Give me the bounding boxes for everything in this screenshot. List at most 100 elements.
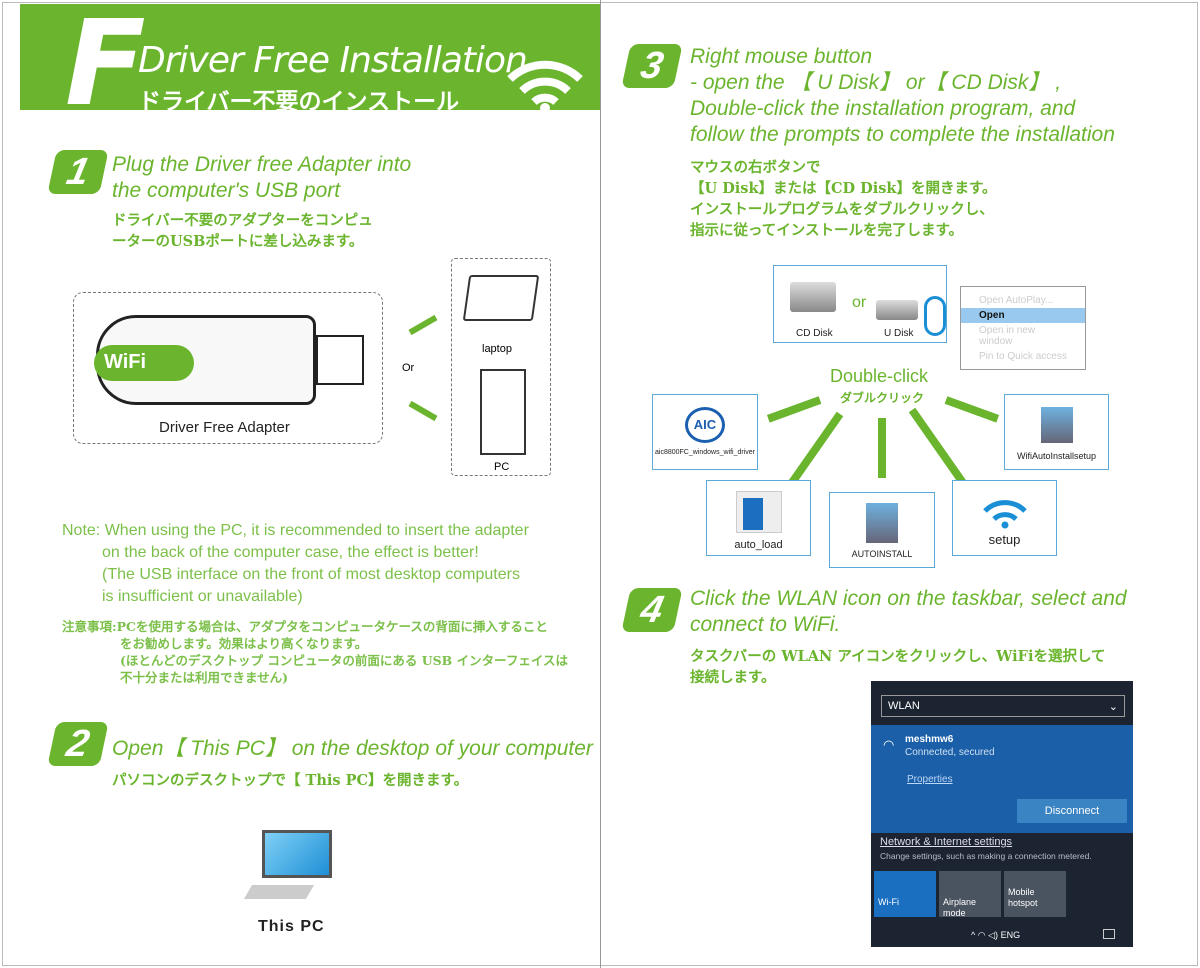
network-ssid: meshmw6: [905, 734, 954, 745]
installer-icon: [866, 503, 898, 543]
step-1-jp: ーターのUSBポートに差し込みます。: [112, 233, 364, 250]
note-text: (The USB interface on the front of most …: [102, 566, 520, 583]
u-disk-label: U Disk: [884, 328, 914, 339]
double-click-jp: ダブルクリック: [840, 391, 925, 405]
network-status: Connected, secured: [905, 747, 995, 758]
step-2-text: Open【 This PC】 on the desktop of your co…: [112, 737, 593, 760]
tile-label: Mobile hotspot: [1008, 887, 1038, 908]
step-1-text: Plug the Driver free Adapter into: [112, 153, 412, 176]
step-4-jp: タスクバーの WLAN アイコンをクリックし、WiFiを選択して: [690, 648, 1106, 665]
or-label: or: [852, 294, 867, 311]
file-wifi-auto-install-setup[interactable]: WifiAutoInstallsetup: [1004, 394, 1109, 470]
u-drive-icon[interactable]: [876, 300, 918, 320]
step-3-badge: 3: [621, 44, 683, 88]
menu-item-pin-quick-access[interactable]: Pin to Quick access: [979, 351, 1067, 362]
wlan-flyout: WLAN ⌄ ◠ meshmw6 Connected, secured Prope…: [871, 681, 1133, 947]
disconnect-button[interactable]: Disconnect: [1017, 799, 1127, 823]
header-title: Driver Free Installation: [138, 40, 528, 81]
wifi-signal-icon: ◠: [883, 737, 895, 752]
chevron-down-icon: ⌄: [1108, 701, 1118, 713]
drives-panel: CD Disk or U Disk: [773, 265, 947, 343]
step-3-text: Right mouse button: [690, 45, 873, 68]
language-indicator[interactable]: ENG: [1000, 930, 1021, 940]
network-item[interactable]: ◠ meshmw6 Connected, secured Properties …: [871, 725, 1133, 833]
wifi-tile[interactable]: Wi-Fi: [874, 871, 936, 917]
double-click-label: Double-click: [830, 366, 929, 386]
file-label: setup: [988, 532, 1021, 547]
network-settings-link[interactable]: Network & Internet settings: [880, 836, 1013, 848]
computer-panel: laptop PC: [451, 258, 551, 476]
menu-item-open-new-window[interactable]: Open in new window: [979, 325, 1036, 347]
file-aic-driver[interactable]: AIC aic8800FC_windows_wifi_driver: [652, 394, 758, 470]
properties-link[interactable]: Properties: [907, 774, 953, 785]
step-3-jp: 指示に従ってインストールを完了します。: [690, 222, 964, 239]
adapter-label: Driver Free Adapter: [159, 419, 290, 436]
note-jp: をお勧めします。効果はより高くなります。: [120, 636, 368, 651]
airplane-mode-tile[interactable]: Airplane mode: [939, 871, 1001, 918]
file-auto-load[interactable]: auto_load: [706, 480, 811, 556]
step-3-jp: 【U Disk】または【CD Disk】を開きます。: [690, 180, 997, 197]
tile-label: Wi-Fi: [878, 897, 899, 907]
arrow-icon: [878, 418, 886, 478]
pc-label: PC: [494, 461, 510, 473]
step-4-text: Click the WLAN icon on the taskbar, sele…: [690, 587, 1127, 610]
chevron-up-icon[interactable]: ^: [971, 930, 976, 940]
menu-item-open-autoplay[interactable]: Open AutoPlay...: [979, 295, 1054, 306]
adapter-panel: WiFi Driver Free Adapter: [73, 292, 383, 444]
file-label: aic8800FC_windows_wifi_driver: [655, 449, 755, 456]
context-menu: Open AutoPlay... Open Open in new window…: [960, 286, 1086, 370]
note-jp: 不十分または利用できません): [120, 670, 289, 685]
file-setup[interactable]: setup: [952, 480, 1057, 556]
step-4-text: connect to WiFi.: [690, 613, 841, 636]
note-text: is insufficient or unavailable): [102, 588, 303, 605]
tile-label: Airplane mode: [943, 897, 977, 918]
volume-icon[interactable]: ◁): [988, 930, 999, 940]
network-settings-desc: Change settings, such as making a connec…: [880, 851, 1092, 861]
step-1-badge: 1: [47, 150, 109, 194]
step-1-text: the computer's USB port: [112, 179, 341, 202]
step-3-text: follow the prompts to complete the insta…: [690, 123, 1115, 146]
step-3-text: - open the 【 U Disk】 or【 CD Disk】 ,: [690, 71, 1062, 94]
header-banner: F Driver Free Installation ドライバー不要のインストー…: [20, 4, 600, 122]
cd-drive-icon[interactable]: [790, 282, 836, 312]
step-2-badge: 2: [47, 722, 109, 766]
cd-disk-label: CD Disk: [796, 328, 833, 339]
step-3-jp: インストールプログラムをダブルクリックし、: [690, 201, 994, 218]
file-label: WifiAutoInstallsetup: [1016, 451, 1097, 461]
wifi-tray-icon[interactable]: ◠: [977, 930, 986, 940]
step-4-badge: 4: [621, 588, 683, 632]
header-subtitle: ドライバー不要のインストール: [138, 88, 460, 115]
wifi-icon: [507, 60, 583, 113]
step-4-jp: 接続します。: [690, 669, 776, 686]
note-text: on the back of the computer case, the ef…: [102, 544, 479, 561]
this-pc-icon[interactable]: [262, 830, 332, 878]
file-label: AUTOINSTALL: [851, 549, 913, 559]
wifi-badge: WiFi: [94, 345, 194, 381]
step-2-jp: パソコンのデスクトップで【 This PC】を開きます。: [112, 772, 469, 789]
note-jp: 注意事項:PCを使用する場合は、アダプタをコンピュータケースの背面に挿入すること: [62, 619, 548, 634]
wifi-icon: [982, 500, 1027, 529]
laptop-label: laptop: [482, 343, 512, 355]
page-divider: [600, 0, 601, 968]
this-pc-label: This PC: [258, 918, 325, 935]
taskbar-tray: ^ ◠ ◁) ENG: [971, 930, 1020, 941]
wlan-dropdown-value: WLAN: [888, 700, 920, 712]
hand-pointer-icon: [924, 296, 946, 336]
wlan-dropdown[interactable]: WLAN ⌄: [881, 695, 1125, 717]
installer-icon: [1040, 407, 1073, 443]
pc-tower-icon: [480, 369, 526, 455]
step-3-text: Double-click the installation program, a…: [690, 97, 1076, 120]
step-3-jp: マウスの右ボタンで: [690, 159, 821, 176]
file-label: auto_load: [734, 539, 783, 551]
or-label: Or: [402, 362, 415, 374]
laptop-icon: [462, 275, 540, 321]
note-text: Note: When using the PC, it is recommend…: [62, 522, 529, 539]
file-autoinstall[interactable]: AUTOINSTALL: [829, 492, 935, 568]
keyboard-icon: [243, 885, 315, 899]
logo-letter: F: [65, 0, 146, 132]
action-center-icon[interactable]: [1103, 929, 1115, 939]
note-jp: (ほとんどのデスクトップ コンピュータの前面にある USB インターフェイスは: [120, 653, 568, 668]
mobile-hotspot-tile[interactable]: Mobile hotspot: [1004, 871, 1066, 917]
step-1-jp: ドライバー不要のアダプターをコンピュ: [112, 212, 373, 229]
menu-item-open[interactable]: Open: [961, 308, 1085, 323]
